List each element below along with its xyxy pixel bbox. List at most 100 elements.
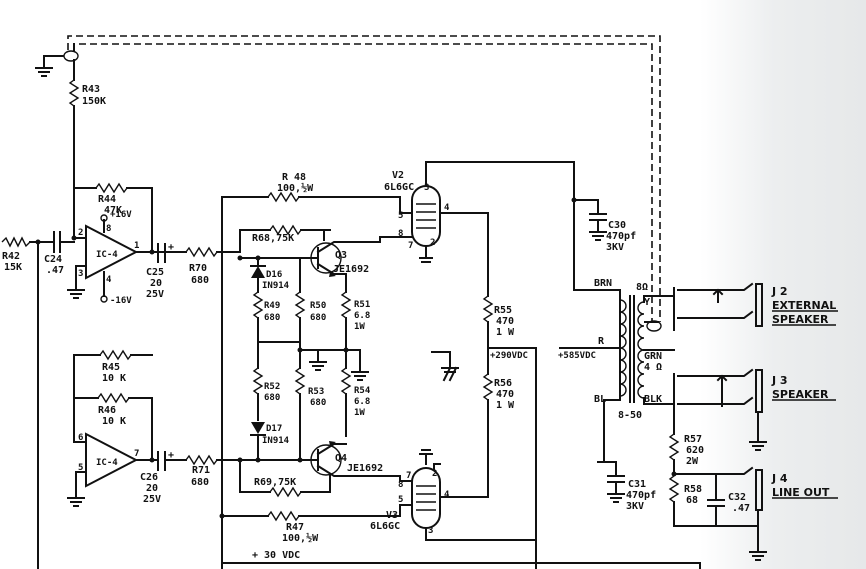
v2-pin7: 7: [408, 241, 413, 251]
c30-value2: 3KV: [606, 242, 624, 253]
ic4-upper-label: IC-4: [96, 250, 118, 260]
b290-rail: [487, 347, 537, 569]
jack-ground: [749, 411, 767, 451]
d17-value: IN914: [262, 436, 290, 446]
r51-value2: 1W: [354, 322, 365, 332]
resistor-r58: [668, 475, 745, 527]
transformer-850-label: 8-50: [618, 410, 642, 421]
c32-value: .47: [732, 503, 750, 514]
pin2-label: 2: [78, 228, 83, 238]
r45-value: 10 K: [102, 373, 126, 384]
v2-pin8: 8: [398, 229, 403, 239]
r55-value2: 1 W: [496, 327, 515, 338]
pin1-label: 1: [134, 241, 139, 251]
j3-label: J 3: [771, 374, 788, 387]
ohm4-label: 4 Ω: [644, 362, 662, 373]
pin6-label: 6: [78, 433, 83, 443]
ground-symbol-shield: [35, 55, 64, 77]
resistor-r43: [68, 59, 80, 239]
j4-lineout: LINE OUT: [772, 486, 830, 499]
v2-pin3: 3: [424, 183, 429, 193]
resistor-r51: [340, 273, 352, 351]
r47-label: R47: [286, 522, 304, 533]
v2-pin5: 5: [398, 211, 403, 221]
r56-value2: 1 W: [496, 400, 515, 411]
r46-label: R46: [98, 405, 116, 416]
v2-value: 6L6GC: [384, 182, 414, 193]
r48-value: 100,½W: [277, 182, 314, 194]
r57-label: R57: [684, 434, 702, 445]
r55-label: R55: [494, 305, 512, 316]
c31-value1: 470pf: [626, 490, 656, 501]
r50-value: 680: [310, 313, 326, 323]
ic4-lower-label: IC-4: [96, 458, 118, 468]
r53-value: 680: [310, 398, 326, 408]
c24-value: .47: [46, 265, 64, 276]
v3-label: V3: [386, 510, 398, 521]
r43-label: R43: [82, 84, 100, 95]
v2-pin4: 4: [444, 203, 450, 213]
y-label: Y: [644, 297, 650, 308]
c25-label: C25: [146, 267, 164, 278]
r69-label: R69,75K: [254, 477, 296, 488]
r49-label: R49: [264, 301, 280, 311]
r56-label: R56: [494, 378, 512, 389]
r68-label: R68,75K: [252, 233, 294, 244]
bl-label: BL: [594, 394, 606, 405]
v2-pin2: 2: [430, 238, 435, 248]
d17-label: D17: [266, 424, 282, 434]
capacitor-c30: [571, 197, 607, 241]
output-transformer: [559, 289, 675, 463]
v3-pin2: 2: [432, 469, 437, 479]
resistor-r68: [239, 224, 331, 253]
r47-value: 100,½W: [282, 532, 319, 544]
r70-label: R70: [189, 263, 207, 274]
r58-value: 68: [686, 495, 698, 506]
j2-external: EXTERNAL: [772, 299, 836, 312]
resistor-r57: [668, 403, 680, 477]
ohm8-label: 8Ω: [636, 282, 648, 293]
resistor-r49: [252, 291, 264, 343]
resistor-r69: [239, 459, 331, 498]
c26-value1: 20: [146, 483, 158, 494]
c25-plus: +: [168, 242, 174, 253]
j4-label: J 4: [771, 472, 788, 485]
r48-label: R 48: [282, 172, 306, 183]
coupling-c25-r70: [149, 243, 241, 263]
coupling-c26-r71: [149, 451, 241, 471]
tube-v3: [411, 399, 537, 569]
capacitor-c32: [673, 473, 725, 527]
plus30vdc-label: + 30 VDC: [252, 550, 300, 561]
plus585vdc-label: +585VDC: [558, 351, 596, 361]
j2-speaker: SPEAKER: [772, 313, 829, 326]
r42-value: 15K: [4, 262, 22, 273]
v3-value: 6L6GC: [370, 521, 400, 532]
v3-pin3: 3: [428, 526, 433, 536]
resistor-r46: [73, 392, 153, 461]
r51-value1: 6.8: [354, 311, 370, 321]
transistor-q3: [239, 236, 413, 277]
junction: [255, 457, 261, 463]
c26-plus: +: [168, 450, 174, 461]
j3-speaker: SPEAKER: [772, 388, 829, 401]
v3-pin8: 8: [398, 480, 403, 490]
c30-value1: 470pf: [606, 231, 636, 242]
r54-label: R54: [354, 386, 371, 396]
v3-pin5: 5: [398, 495, 403, 505]
shielded-cable: [63, 35, 662, 332]
r44-value: 47K: [104, 205, 122, 216]
r45-label: R45: [102, 362, 120, 373]
pin3-label: 3: [78, 269, 83, 279]
screen-ground: [431, 351, 459, 382]
r54-value1: 6.8: [354, 397, 370, 407]
junction: [237, 255, 243, 261]
r54-value2: 1W: [354, 408, 365, 418]
v3-pin4: 4: [444, 490, 450, 500]
jack-j4: [715, 466, 767, 561]
r57-value1: 620: [686, 445, 704, 456]
capacitor-c31: [597, 461, 625, 503]
r58-label: R58: [684, 484, 702, 495]
mid-bus: [257, 341, 369, 381]
c32-label: C32: [728, 492, 746, 503]
